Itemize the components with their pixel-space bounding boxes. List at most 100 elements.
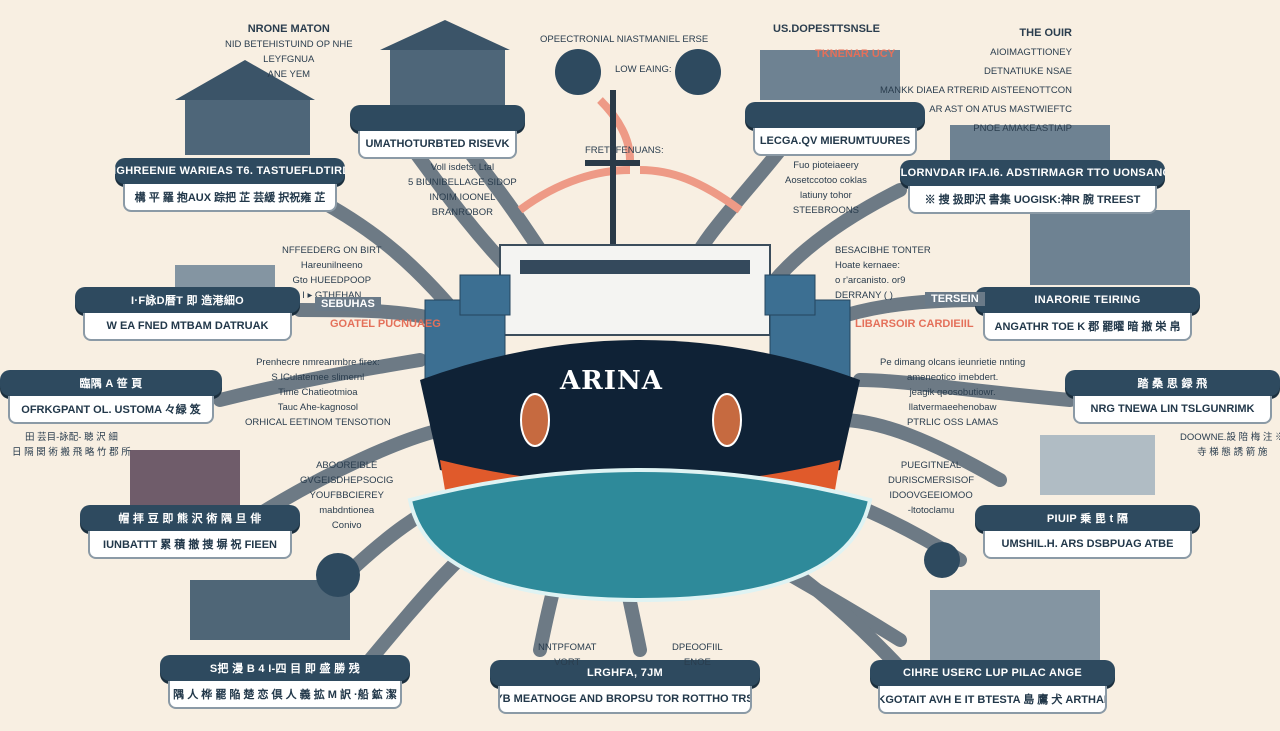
card-title: ARNGHREENIE WARIEAS T6. TASTUEFLDTIRDOG bbox=[115, 158, 345, 184]
topic-card: LECGA.QV MIERUMTUURES bbox=[745, 102, 925, 156]
note-line: ameneotico imebdert. bbox=[906, 372, 999, 383]
note-line: Time Chatieotmioa bbox=[278, 387, 358, 398]
note-line: ORHICAL EETINOM TENSOTION bbox=[245, 417, 391, 428]
note-top-center: OPEECTRONIAL NIASTMANIEL ERSE bbox=[540, 34, 709, 45]
card-title bbox=[745, 102, 925, 128]
card-label: URKGOTAIT AVH E IT BTESTA 島 鷹 犬 ARTHAIOR bbox=[878, 686, 1107, 714]
note-line: DERRANY ( ) bbox=[835, 290, 893, 301]
card-title: 踏 桑 思 録 飛 bbox=[1065, 370, 1280, 396]
card-label: LORYB MEATNOGE AND BROPSU TOR ROTTHO TRS… bbox=[498, 686, 752, 714]
card-title: TLORNVDAR IFA.I6. ADSTIRMAGR TTO UONSANG bbox=[900, 160, 1165, 186]
topic-card: LRGHFA, 7JMLORYB MEATNOGE AND BROPSU TOR… bbox=[490, 660, 760, 714]
note-top-center-small: LOW EAING: bbox=[615, 64, 672, 75]
note-line: 寺 梯 態 誘 箭 施 bbox=[1197, 447, 1268, 458]
annotation-note: Pe dimang olcans ieunrietie nnting ameneo… bbox=[880, 355, 1025, 430]
note-line: Gto HUEEDPOOP bbox=[292, 275, 372, 286]
annotation-note: BESACIBHE TONTER Hoate kernaee: o r'arcani… bbox=[835, 243, 931, 303]
note-line: BESACIBHE TONTER bbox=[835, 245, 931, 256]
note-line: -ltotoclamu bbox=[907, 505, 955, 516]
note-right-head: US.DOPESTTSNSLE bbox=[773, 23, 880, 35]
topic-card: S把 漫 B 4 I-四 目 即 盛 勝 残隅 人 桦 罷 陥 楚 恋 倶 人 … bbox=[160, 655, 410, 709]
note-line: DPEOOFIIL bbox=[672, 642, 723, 653]
ship bbox=[407, 90, 873, 603]
building-icons bbox=[130, 20, 1190, 660]
note-line: INOIM IOONEL bbox=[429, 192, 496, 203]
note-line: o r'arcanisto. or9 bbox=[835, 275, 906, 286]
ribbon-label: GOATEL PUCNUAEG bbox=[330, 318, 441, 330]
card-label: W EA FNED MTBAM DATRUAK bbox=[83, 313, 292, 341]
topic-card: UMATHOTURBTED RISEVK bbox=[350, 105, 525, 159]
topic-card: CIHRE USERC LUP PILAC ANGEURKGOTAIT AVH … bbox=[870, 660, 1115, 714]
note-line: Tauc Ahe-kagnosol bbox=[277, 402, 358, 413]
note-line: Hoate kernaee: bbox=[835, 260, 900, 271]
note-line: 5 BIUNIBELLAGE SIDOP bbox=[408, 177, 517, 188]
note-line: BRANROBOR bbox=[431, 207, 493, 218]
annotation-note: Voll isdets: Ltal 5 BIUNIBELLAGE SIDOP INO… bbox=[408, 160, 517, 220]
topic-card: TLORNVDAR IFA.I6. ADSTIRMAGR TTO UONSANG… bbox=[900, 160, 1165, 214]
card-title: PIUIP 乗 毘 t 隔 bbox=[975, 505, 1200, 531]
card-label: UMATHOTURBTED RISEVK bbox=[358, 131, 517, 159]
note-line: ABOOREIBLE bbox=[316, 460, 378, 471]
card-title: I·F詠D暦T 即 造港細O bbox=[75, 287, 300, 313]
annotation-note: DPEOOFIIL ENOE bbox=[672, 640, 723, 670]
note-line: Fuo pioteiaeery bbox=[793, 160, 859, 171]
card-label: IUNBATTT 累 積 撤 捜 塀 祝 FIEEN bbox=[88, 531, 292, 559]
annotation-note: 田 芸目-詠配- 聴 沢 細日 隔 関 術 搬 飛 略 竹 郡 所 bbox=[12, 430, 131, 460]
card-label: NRG TNEWA LIN TSLGUNRIMK bbox=[1073, 396, 1272, 424]
annotation-note: DOOWNE.設 陪 梅 注 ※ 寺 梯 態 誘 箭 施 bbox=[1180, 430, 1280, 460]
note-line: Prenhecre nmreanmbre firex: bbox=[256, 357, 380, 368]
card-title: LRGHFA, 7JM bbox=[490, 660, 760, 686]
note-line: Voll isdets: Ltal bbox=[430, 162, 495, 173]
note-line: Pe dimang olcans ieunrietie nnting bbox=[880, 357, 1026, 368]
note-line: latiuny tohor bbox=[800, 190, 852, 201]
note-line: Hareunilneeno bbox=[300, 260, 363, 271]
card-title: 臨隅 A 笹 頁 bbox=[0, 370, 222, 396]
note-line: S ICulatemee slimernl bbox=[271, 372, 365, 383]
note-line: jeagik qeosobutiowr. bbox=[909, 387, 996, 398]
note-line: STEEBROONS bbox=[792, 205, 859, 216]
card-label: 隅 人 桦 罷 陥 楚 恋 倶 人 義 拡 M 訳 ·船 鉱 潔 bbox=[168, 681, 402, 709]
note-line: 日 隔 関 術 搬 飛 略 竹 郡 所 bbox=[12, 447, 131, 458]
note-line: Conivo bbox=[331, 520, 362, 531]
note-right-red: TKNENAR UCY bbox=[815, 48, 896, 60]
note-line: NFFEEDERG ON BIRT bbox=[282, 245, 382, 256]
note-line: I ▸ GTHEHAN bbox=[302, 290, 362, 301]
note-line: PUEGITNEAL bbox=[900, 460, 962, 471]
ship-name: ARINA bbox=[560, 366, 663, 396]
note-line: ENOE bbox=[683, 657, 711, 668]
card-label: OFRKGPANT OL. USTOMA 々緑 笈 bbox=[8, 396, 214, 424]
note-line: llatvermaeehenobaw bbox=[908, 402, 997, 413]
card-label: ANGATHR TOE K 郡 罷曜 暗 撤 栄 帛 bbox=[983, 313, 1192, 341]
note-line: DOOWNE.設 陪 梅 注 ※ bbox=[1180, 432, 1280, 443]
annotation-note: Prenhecre nmreanmbre firex: S ICulatemee … bbox=[245, 355, 391, 430]
card-title: INARORIE TEIRING bbox=[975, 287, 1200, 313]
accent-arrows bbox=[517, 97, 743, 214]
note-line: DURISCMERSISOF bbox=[888, 475, 975, 486]
card-label: UMSHIL.H. ARS DSBPUAG ATBE bbox=[983, 531, 1192, 559]
note-line: 田 芸目-詠配- 聴 沢 細 bbox=[24, 432, 118, 443]
ribbon-label: LIBARSOIR CARDIEIIL bbox=[855, 318, 974, 330]
card-title bbox=[350, 105, 525, 131]
round-badges bbox=[316, 49, 960, 597]
note-line: PTRLIC OSS LAMAS bbox=[906, 417, 999, 428]
note-freight: FRETTFENUANS: bbox=[585, 145, 664, 156]
card-label: LECGA.QV MIERUMTUURES bbox=[753, 128, 917, 156]
note-line: Aosetccotoo coklas bbox=[785, 175, 867, 186]
ribbon-label: TERSEIN bbox=[925, 292, 985, 306]
note-line: VORT bbox=[554, 657, 581, 668]
note-line: mabdntionea bbox=[319, 505, 375, 516]
note-line: YOUFBBCIEREY bbox=[309, 490, 384, 501]
